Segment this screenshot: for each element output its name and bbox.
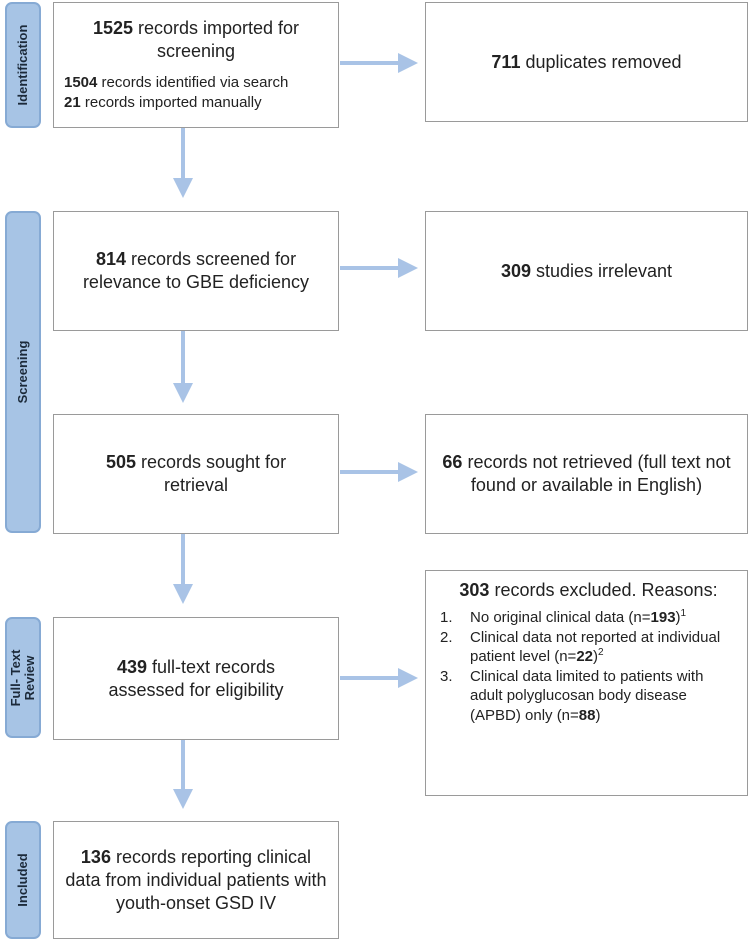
manual-text: records imported manually (80, 94, 262, 111)
notretrieved-text: records not retrieved (full text not fou… (462, 452, 731, 495)
duplicates-text: duplicates removed (520, 51, 682, 72)
excluded-text: records excluded. Reasons: (489, 580, 718, 600)
duplicates-count: 711 (491, 51, 521, 72)
stage-identification: Identification (5, 2, 41, 128)
exclusion-reasons-list: 1.No original clinical data (n=193)1 2.C… (440, 608, 737, 725)
box-records-assessed: 439 full-text records assessed for eligi… (53, 617, 339, 740)
via-search-text: records identified via search (97, 74, 289, 91)
stage-screening: Screening (5, 211, 41, 533)
arrowhead-sought (173, 383, 193, 403)
box-records-screened: 814 records screened for relevance to GB… (53, 211, 339, 331)
notretrieved-text-block: 66 records not retrieved (full text not … (434, 451, 739, 497)
reason-n: 22 (576, 648, 594, 665)
reason-footnote: 1 (680, 608, 687, 619)
reason-number: 2. (440, 628, 453, 646)
reason-close: ) (593, 648, 599, 665)
reason-close: ) (595, 706, 601, 724)
manual-count: 21 (64, 94, 81, 111)
arrowhead-irrelevant (398, 258, 418, 278)
box-records-imported: 1525 records imported for screening 1504… (53, 2, 339, 128)
arrow-imported-to-duplicates (340, 61, 400, 65)
assessed-count: 439 (116, 656, 147, 677)
excluded-headline: 303 records excluded. Reasons: (459, 579, 717, 602)
irrelevant-text-block: 309 studies irrelevant (501, 260, 672, 283)
sought-count: 505 (105, 452, 136, 472)
reason-text: Clinical data limited to patients with a… (470, 667, 704, 724)
notretrieved-count: 66 (442, 452, 463, 472)
box-not-retrieved: 66 records not retrieved (full text not … (425, 414, 748, 534)
reason-text: Clinical data not reported at individual… (470, 628, 721, 666)
arrowhead-notretrieved (398, 462, 418, 482)
screened-count: 814 (95, 249, 126, 269)
exclusion-reason: 1. No original clinical data (n=193)1 (440, 608, 737, 628)
sought-text: records sought for retrieval (135, 452, 287, 495)
excluded-count: 303 (459, 580, 490, 600)
arrowhead-assessed (173, 584, 193, 604)
included-text: records reporting clinical data from ind… (65, 846, 327, 913)
assessed-text: full-text records assessed for eligibili… (108, 656, 284, 700)
arrowhead-duplicates (398, 53, 418, 73)
imported-breakdown: 1504 records identified via search 21 re… (64, 73, 288, 113)
stage-included: Included (5, 821, 41, 939)
arrowhead-excluded (398, 668, 418, 688)
box-duplicates-removed: 711 duplicates removed (425, 2, 748, 122)
imported-headline: 1525 records imported for screening (64, 17, 328, 63)
manual-line: 21 records imported manually (64, 93, 288, 113)
arrow-assessed-to-included (181, 740, 185, 791)
via-search-count: 1504 (64, 74, 98, 91)
screened-text: records screened for relevance to GBE de… (82, 249, 310, 292)
box-studies-irrelevant: 309 studies irrelevant (425, 211, 748, 331)
irrelevant-text: studies irrelevant (530, 260, 673, 281)
reason-n: 193 (650, 609, 676, 626)
imported-count: 1525 (92, 18, 133, 38)
irrelevant-count: 309 (500, 260, 531, 281)
arrow-screened-to-irrelevant (340, 266, 400, 270)
stage-fulltext-review: Full- Text Review (5, 617, 41, 738)
exclusion-reason: 3. Clinical data limited to patients with… (440, 667, 737, 726)
arrow-screened-to-sought (181, 331, 185, 385)
reason-text: No original clinical data (n= (470, 609, 651, 626)
assessed-text-block: 439 full-text records assessed for eligi… (94, 656, 298, 702)
screened-text-block: 814 records screened for relevance to GB… (78, 248, 314, 294)
imported-text: records imported for screening (132, 18, 300, 61)
box-records-sought: 505 records sought for retrieval (53, 414, 339, 534)
duplicates-text-block: 711 duplicates removed (491, 51, 681, 74)
arrowhead-screened (173, 178, 193, 198)
arrow-imported-to-screened (181, 128, 185, 180)
reason-close: ) (675, 609, 681, 626)
arrow-sought-to-assessed (181, 534, 185, 586)
reason-n: 88 (578, 706, 596, 724)
reason-number: 1. (440, 609, 453, 626)
box-records-included: 136 records reporting clinical data from… (53, 821, 339, 939)
box-records-excluded: 303 records excluded. Reasons: 1. No orig… (425, 570, 748, 796)
included-count: 136 (80, 846, 111, 867)
sought-text-block: 505 records sought for retrieval (94, 451, 298, 497)
reason-footnote: 2 (598, 647, 604, 658)
exclusion-reason: 2. Clinical data not reported at individu… (440, 628, 737, 667)
arrowhead-included (173, 789, 193, 809)
via-search-line: 1504 records identified via search (64, 73, 288, 93)
arrow-sought-to-notretrieved (340, 470, 400, 474)
reason-number: 3. (440, 667, 453, 685)
included-text-block: 136 records reporting clinical data from… (62, 846, 330, 915)
arrow-assessed-to-excluded (340, 676, 400, 680)
